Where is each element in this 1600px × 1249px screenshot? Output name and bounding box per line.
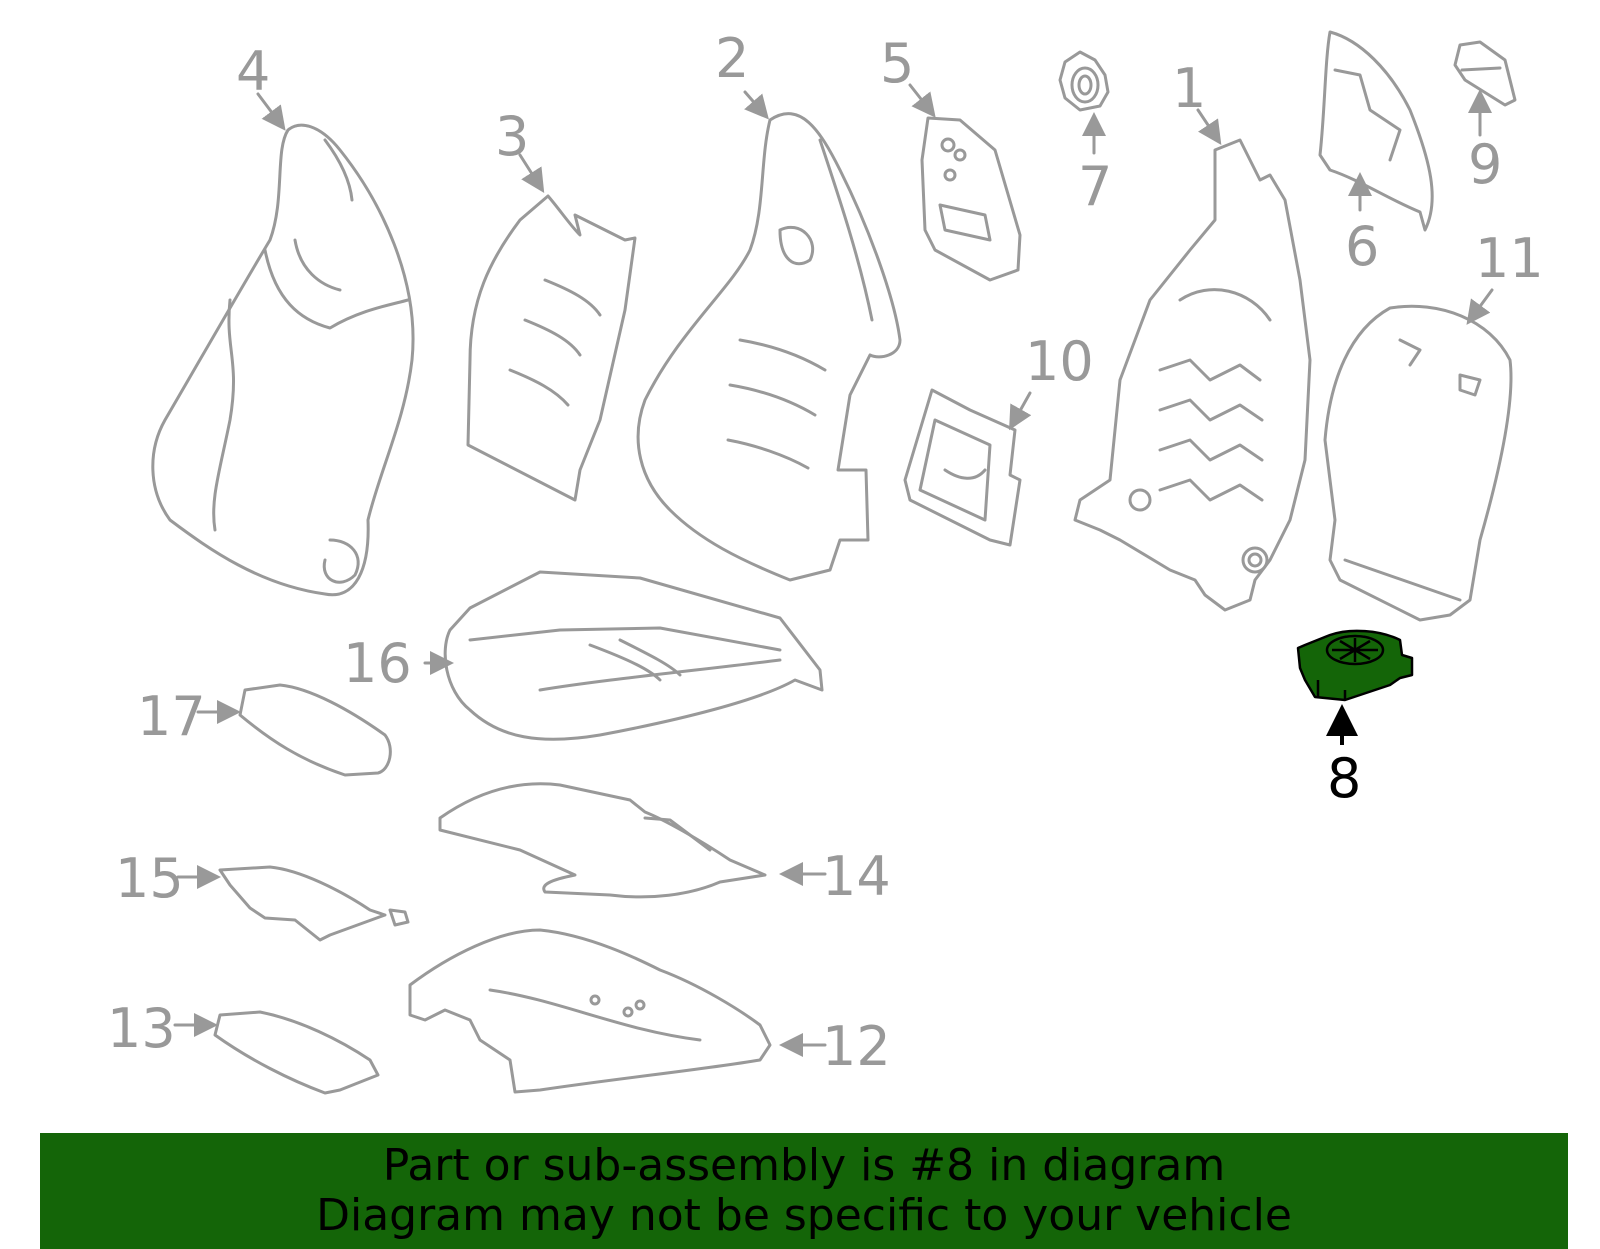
part-10-module: [903, 388, 1022, 547]
callout-15: 15: [115, 847, 184, 910]
part-14-cushion-pad: [438, 782, 767, 899]
info-banner: Part or sub-assembly is #8 in diagram Di…: [40, 1133, 1568, 1249]
part-17-bolster: [238, 683, 392, 777]
part-3-backrest-panel: [466, 194, 637, 502]
callout-14: 14: [822, 845, 891, 908]
part-16-seat-cushion-cover: [443, 570, 824, 741]
callout-1: 1: [1172, 57, 1207, 120]
part-11-back-panel: [1323, 304, 1513, 622]
part-2-seatback-foam: [636, 112, 902, 582]
leader-lines: [173, 83, 1494, 1057]
callout-4: 4: [236, 40, 271, 103]
part-4-seatback-cover: [151, 123, 415, 597]
callout-3: 3: [495, 105, 530, 168]
callout-8-highlighted: 8: [1327, 747, 1362, 810]
callout-13: 13: [107, 997, 176, 1060]
callout-9: 9: [1468, 133, 1503, 196]
callout-10: 10: [1025, 330, 1094, 393]
callout-6: 6: [1345, 215, 1380, 278]
part-12-seat-pan: [408, 928, 772, 1094]
callout-7: 7: [1078, 155, 1113, 218]
callout-2: 2: [715, 27, 750, 90]
part-1-seat-frame: [1073, 138, 1312, 612]
part-7-clip: [1058, 50, 1110, 112]
part-5-bracket: [920, 116, 1022, 282]
part-13-side-bolster: [213, 1010, 380, 1095]
part-8-highlighted-fan[interactable]: [1296, 629, 1414, 745]
part-9-switch: [1453, 40, 1517, 107]
callout-12: 12: [822, 1015, 891, 1078]
part-15-heater-mat: [218, 865, 410, 942]
callout-5: 5: [880, 32, 915, 95]
callout-11: 11: [1475, 227, 1544, 290]
callout-16: 16: [343, 632, 412, 695]
banner-disclaimer: Diagram may not be specific to your vehi…: [316, 1190, 1292, 1241]
part-6-side-trim: [1318, 30, 1434, 232]
callout-17: 17: [137, 685, 206, 748]
banner-part-note: Part or sub-assembly is #8 in diagram: [382, 1140, 1226, 1191]
